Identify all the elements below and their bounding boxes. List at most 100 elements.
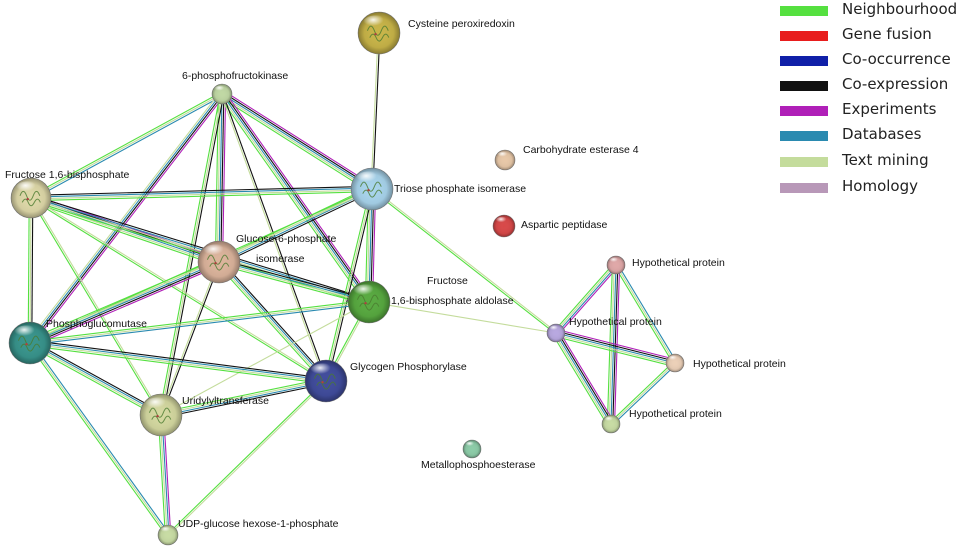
legend-item-co-expression: Co-expression [778, 75, 956, 99]
edge-strand-text-mining [31, 196, 327, 381]
edge-strand-co-expression [220, 259, 329, 380]
edge-strand-databases [611, 363, 677, 426]
edge-strand-text-mining [29, 342, 169, 536]
edge-pfk-fbp [29, 91, 224, 201]
node-highlight [604, 416, 616, 423]
edge-strand-text-mining [159, 261, 219, 415]
edge-strand-neighbourhood [552, 334, 609, 427]
edge-strand-experiments [558, 330, 615, 423]
edge-strand-text-mining [615, 264, 676, 364]
edge-strand-text-mining [30, 93, 223, 199]
edge-strand-text-mining [554, 264, 616, 333]
edge-strand-databases [28, 93, 222, 343]
node-layer: Cysteine peroxiredoxin 6-phosphofructokin… [5, 11, 786, 546]
legend-item-homology: Homology [778, 177, 956, 201]
edge-strand-neighbourhood [28, 258, 218, 341]
legend-swatch-homology [780, 183, 828, 193]
edge-strand-neighbourhood [219, 96, 371, 193]
edge-strand-databases [31, 95, 224, 201]
node-hp3[interactable]: Hypothetical protein [665, 353, 786, 373]
node-label: Glycogen Phosphorylase [350, 361, 467, 373]
edge-strand-databases [221, 93, 373, 190]
legend-label-co-expression: Co-expression [842, 75, 949, 93]
structure-dot [156, 414, 159, 418]
node-label: Cysteine peroxiredoxin [408, 18, 515, 30]
legend-label-text-mining: Text mining [842, 151, 929, 169]
legend-swatch-co-expression [780, 81, 828, 91]
edge-strand-neighbourhood [29, 299, 369, 342]
node-mpe[interactable]: Metallophosphoesterase [421, 439, 536, 471]
edge-pfk-pgm [27, 92, 225, 345]
edge-g6p-pgm [28, 258, 221, 347]
node-gph[interactable]: Glycogen Phosphorylase [304, 359, 467, 403]
edge-strand-co-expression [31, 340, 163, 414]
edge-strand-co-expression [556, 330, 676, 362]
legend-item-gene-fusion: Gene fusion [778, 25, 956, 49]
edge-strand-neighbourhood [166, 379, 326, 535]
node-hp4[interactable]: Hypothetical protein [601, 408, 722, 434]
node-pgm[interactable]: Phosphoglucomutase [8, 318, 147, 365]
node-label: UDP-glucose hexose-1-phosphate [178, 518, 339, 530]
edge-hp1-hp2 [553, 262, 619, 336]
edge-fba-pgm [29, 299, 370, 346]
edge-strand-text-mining [29, 343, 161, 417]
legend-item-experiments: Experiments [778, 100, 956, 124]
node-label: 6-phosphofructokinase [182, 70, 288, 82]
edge-strand-co-expression [31, 194, 370, 300]
node-highlight [549, 325, 561, 332]
edge-layer [27, 32, 678, 537]
edge-strand-text-mining [372, 187, 557, 333]
edge-fba-hp2 [368, 301, 557, 334]
node-highlight [497, 151, 510, 159]
node-tpi[interactable]: Triose phosphate isomerase [350, 167, 526, 211]
node-label: Hypothetical protein [629, 408, 722, 420]
node-highlight [160, 526, 173, 534]
legend-swatch-co-occurrence [780, 56, 828, 66]
node-asp[interactable]: Aspartic peptidase [492, 214, 608, 238]
legend-label-co-occurrence: Co-occurrence [842, 50, 951, 68]
edge-strand-neighbourhood [214, 93, 219, 262]
node-highlight [309, 363, 336, 379]
edge-strand-experiments [556, 328, 677, 361]
edge-strand-databases [30, 303, 370, 346]
node-che[interactable]: Carbohydrate esterase 4 [494, 144, 639, 171]
structure-dot [214, 261, 217, 265]
edge-strand-experiments [222, 94, 227, 263]
edge-strand-databases [218, 93, 223, 263]
node-fbp[interactable]: Fructose 1,6-bisphosphate [5, 169, 129, 219]
edge-strand-neighbourhood [29, 200, 219, 266]
edge-strand-text-mining [29, 301, 370, 344]
edge-strand-databases [610, 264, 617, 425]
node-highlight [352, 284, 379, 300]
node-cys[interactable]: Cysteine peroxiredoxin [357, 11, 515, 55]
edge-strand-experiments [224, 91, 373, 301]
node-highlight [214, 85, 227, 93]
edge-strand-text-mining [29, 197, 32, 344]
node-hp2[interactable]: Hypothetical protein [546, 316, 662, 343]
legend-swatch-databases [780, 131, 828, 141]
edge-pfk-tpi [219, 90, 375, 193]
edge-fbp-gph [30, 196, 327, 383]
edge-strand-databases [161, 381, 327, 417]
edge-strand-databases [30, 187, 372, 198]
edge-strand-text-mining [610, 362, 676, 425]
edge-strand-neighbourhood [554, 335, 675, 368]
node-ugt[interactable]: Uridylyltransferase [139, 393, 269, 437]
edge-strand-neighbourhood [371, 189, 556, 335]
node-hp1[interactable]: Hypothetical protein [606, 255, 725, 275]
node-ugp[interactable]: UDP-glucose hexose-1-phosphate [157, 518, 339, 546]
legend-swatch-gene-fusion [780, 31, 828, 41]
edge-strand-neighbourhood [218, 95, 367, 305]
node-pfk[interactable]: 6-phosphofructokinase [182, 70, 288, 105]
structure-dot [26, 197, 29, 201]
edge-strand-co-expression [220, 94, 225, 263]
edge-strand-text-mining [29, 259, 219, 342]
edge-strand-experiments [223, 90, 375, 187]
edge-hp2-hp4 [552, 330, 615, 427]
edge-tpi-gph [323, 188, 375, 382]
node-label: Metallophosphoesterase [421, 459, 536, 471]
edge-strand-experiments [31, 264, 221, 347]
